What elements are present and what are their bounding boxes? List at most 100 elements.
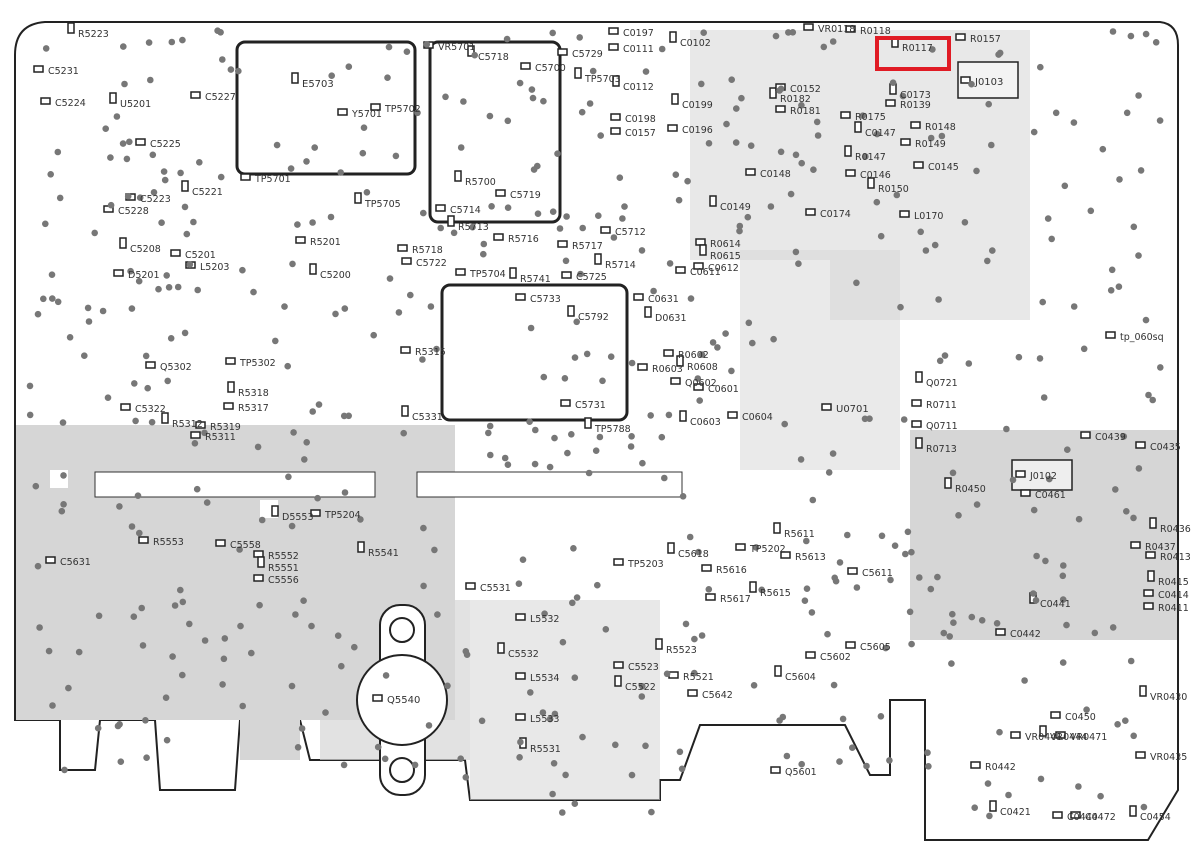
component-label: C5700 [535,63,566,74]
via [777,148,785,156]
component-label: C0612 [708,263,739,274]
via [59,419,67,426]
component-label: R0436 [1160,524,1191,535]
via [750,682,758,689]
component-pad [910,121,921,129]
component-pad [170,249,181,257]
via [986,812,993,820]
via [877,713,885,720]
component-pad [557,48,568,56]
component-pad [33,65,44,73]
component-pad [1052,811,1063,819]
via [684,177,691,185]
via [927,134,935,142]
component-label: R5201 [310,237,341,248]
via [121,80,128,88]
via [163,736,171,744]
component-label: C5228 [118,206,149,217]
component-pad [497,642,505,654]
via [955,512,962,519]
via [186,620,193,628]
component-pad [667,124,678,132]
component-label: L5534 [530,673,559,684]
component-pad [669,31,677,43]
via [893,191,901,199]
via [984,257,991,265]
via [621,203,628,210]
component-label: R5553 [153,537,184,548]
component-pad [775,105,786,113]
via [638,247,646,254]
component-label: C0611 [690,267,721,278]
via [900,416,908,423]
via [56,194,64,202]
via [931,241,939,249]
via [217,29,224,36]
component-label: C5556 [268,575,299,586]
via [1120,433,1128,440]
via [686,533,694,541]
via [777,85,785,93]
via [219,681,226,688]
component-pad [667,542,675,554]
via [309,219,316,226]
via [32,482,40,490]
via [65,684,72,692]
via [733,105,740,112]
via [478,717,486,725]
via [897,303,904,311]
component-pad [1139,685,1147,697]
via [303,158,310,165]
via [272,337,279,345]
component-label: Y5701 [351,109,382,120]
via [798,159,805,167]
via [179,598,187,606]
via [527,324,535,332]
component-pad [574,67,582,79]
via [196,159,203,166]
via [902,550,909,558]
via [462,648,470,655]
via [1137,167,1145,174]
via [1145,391,1152,399]
via [908,548,915,556]
component-pad [354,192,362,204]
via [381,755,389,763]
component-pad [1145,551,1156,559]
via [728,76,735,83]
via [1044,215,1052,222]
component-label: C5725 [576,272,607,283]
component-label: C5331 [412,412,443,423]
via [190,218,197,226]
component-pad [215,539,226,547]
via [423,41,431,48]
via [47,171,54,178]
component-label: R0603 [652,364,683,375]
via [873,130,881,138]
component-label: C5733 [530,294,561,305]
component-pad [509,267,517,279]
component-pad [1039,725,1047,737]
via [973,501,981,508]
component-label: C0444 [1067,812,1098,823]
component-label: Q0602 [685,378,717,389]
component-pad [1135,441,1146,449]
via [386,275,394,282]
component-label: R0713 [926,444,957,455]
via [450,229,458,237]
via [161,176,169,184]
via [138,604,145,612]
component-label: C5221 [192,187,223,198]
component-label: Q0721 [926,378,958,389]
via [532,426,539,434]
component-pad [608,27,619,35]
via [592,447,600,455]
component-label: C0414 [1158,590,1189,601]
via [49,295,56,302]
component-label: C5604 [785,672,816,683]
component-label: R0148 [925,122,956,133]
component-label: C0174 [820,209,851,220]
via [899,92,907,100]
via [311,144,319,151]
component-label: TP5203 [627,559,664,570]
